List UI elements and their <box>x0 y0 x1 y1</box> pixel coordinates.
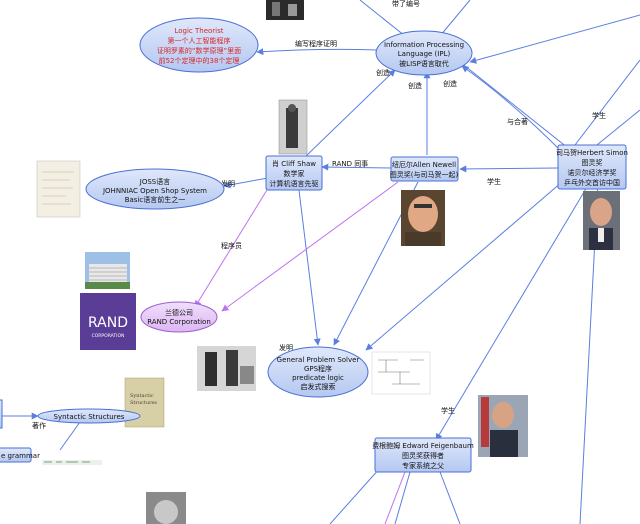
node-feigenbaum[interactable]: 费根鲍姆 Edward Feigenbaum 图灵奖获得者 专家系统之父 <box>372 437 474 473</box>
edge-labels: 带了编号 编写程序证明 创造 创造 创造 与合著 学生 学生 RAND 同事 发… <box>32 0 606 430</box>
rand-logo: RAND CORPORATION <box>80 293 136 350</box>
edge-ipl-top-left <box>359 0 406 37</box>
edge-label-top-cut: 带了编号 <box>392 0 420 8</box>
joss-document-image <box>36 160 81 218</box>
edge-label-invent-2: 发明 <box>279 343 293 352</box>
edge-label-create-2: 创造 <box>408 81 422 90</box>
rand-line2: RAND Corporation <box>147 318 211 326</box>
book-title-line2: Structures <box>130 400 157 406</box>
gps-line3: predicate logic <box>292 374 344 382</box>
newell-line2: 图灵奖(与司马贺一起) <box>390 170 459 179</box>
node-syntactic-structures[interactable]: Syntactic Structures <box>37 408 141 424</box>
ipl-line3: 被LISP语言取代 <box>399 59 449 68</box>
gps-line2: GPS程序 <box>304 364 332 373</box>
logic-theorist-line4: 前52个定理中的38个定理 <box>159 56 240 65</box>
node-shaw[interactable]: 肖 Cliff Shaw 数学家 计算机语言先驱 <box>265 155 323 191</box>
edge-label-create-1: 创造 <box>376 68 390 77</box>
edge-ipl-to-logic-theorist <box>256 48 379 56</box>
gps-flowchart-image <box>371 351 431 395</box>
joss-line2: JOHNNIAC Open Shop System <box>102 187 207 195</box>
feigenbaum-photo <box>478 395 528 457</box>
feigenbaum-line3: 专家系统之父 <box>402 461 444 470</box>
shaw-line2: 数学家 <box>284 169 305 178</box>
edge-simon-to-newell <box>459 165 559 173</box>
rand-logo-text: RAND <box>88 315 128 331</box>
rand-logo-subtext: CORPORATION <box>92 333 125 339</box>
ipl-line1: Information Processing <box>384 41 464 49</box>
edge-label-programmer: 程序员 <box>221 241 242 250</box>
edge-label-student-2: 学生 <box>487 177 501 186</box>
edge-label-author: 著作 <box>32 421 46 430</box>
shaw-line1: 肖 Cliff Shaw <box>272 159 316 168</box>
edge-label-write-proof: 编写程序证明 <box>295 39 337 48</box>
edge-feigenbaum-down-3 <box>329 467 381 524</box>
photo-top <box>266 0 304 20</box>
node-grammar[interactable]: e grammar <box>0 447 40 463</box>
edge-ipl-top-right <box>439 0 471 37</box>
edge-label-student-1: 学生 <box>592 111 606 120</box>
joss-line1: JOSS语言 <box>139 177 170 186</box>
edge-newell-to-shaw <box>321 163 393 171</box>
node-gps[interactable]: General Problem Solver GPS程序 predicate l… <box>267 346 369 398</box>
logic-theorist-line1: Logic Theorist <box>174 27 223 35</box>
edge-grammar-to-syntactic <box>59 421 81 451</box>
shaw-line3: 计算机语言先驱 <box>270 179 319 188</box>
node-rand[interactable]: 兰德公司 RAND Corporation <box>140 301 218 333</box>
book-title-line1: Syntactic <box>130 393 154 399</box>
edge-feigenbaum-purple <box>384 471 406 524</box>
node-left-cutoff[interactable] <box>0 399 3 429</box>
edge-simon-to-gps <box>365 181 563 351</box>
photo-simon <box>583 191 620 250</box>
edge-shaw-to-gps <box>297 181 321 346</box>
grammar-label: e grammar <box>1 452 40 460</box>
photo-newell <box>401 190 445 246</box>
photo-shaw <box>278 99 308 155</box>
simon-line1: 司马贺Herbert Simon <box>556 148 628 157</box>
bottom-person-photo <box>146 492 186 524</box>
edge-label-rand-colleague: RAND 同事 <box>332 159 368 168</box>
rand-line1: 兰德公司 <box>165 308 193 317</box>
node-newell[interactable]: 纽厄尔Allen Newell 图灵奖(与司马贺一起) <box>390 156 459 182</box>
edge-label-collaborator: 与合著 <box>507 117 528 126</box>
edge-simon-to-ipl <box>461 65 561 151</box>
logic-theorist-line2: 第一个人工智能程序 <box>168 36 231 45</box>
newell-line1: 纽厄尔Allen Newell <box>392 160 456 169</box>
node-ipl[interactable]: Information Processing Language (IPL) 被L… <box>375 30 473 76</box>
feigenbaum-line2: 图灵奖获得者 <box>402 451 444 460</box>
syntactic-label: Syntactic Structures <box>54 413 125 421</box>
node-joss[interactable]: JOSS语言 JOHNNIAC Open Shop System Basic语言… <box>85 168 225 210</box>
simon-line3: 诺贝尔经济学奖 <box>568 168 617 177</box>
simon-line4: 乒乓外交首访中国 <box>564 178 620 187</box>
joss-line3: Basic语言前生之一 <box>125 195 186 204</box>
bottom-row-thumbnail <box>42 460 102 465</box>
edge-label-student-3: 学生 <box>441 406 455 415</box>
simon-line2: 图灵奖 <box>582 158 603 167</box>
purple-edges <box>194 181 406 524</box>
edge-ipl-to-simon <box>459 61 569 149</box>
edge-feigenbaum-down-1 <box>394 471 411 524</box>
node-logic-theorist[interactable]: Logic Theorist 第一个人工智能程序 证明罗素的“数学原理”里面 前… <box>139 17 259 73</box>
edge-simon-to-feigenbaum <box>435 181 591 441</box>
edge-shaw-to-joss <box>223 177 269 189</box>
edge-shaw-to-rand <box>194 184 271 308</box>
feigenbaum-line1: 费根鲍姆 Edward Feigenbaum <box>372 441 474 450</box>
ipl-line2: Language (IPL) <box>398 50 451 58</box>
node-simon[interactable]: 司马贺Herbert Simon 图灵奖 诺贝尔经济学奖 乒乓外交首访中国 <box>556 144 628 190</box>
edge-feigenbaum-down-2 <box>439 471 461 524</box>
logic-theorist-line3: 证明罗素的“数学原理”里面 <box>157 46 241 55</box>
gps-line1: General Problem Solver <box>277 356 360 364</box>
edge-label-invent-1: 发明 <box>221 179 235 188</box>
edge-shaw-to-ipl <box>304 69 396 158</box>
edge-label-create-3: 创造 <box>443 79 457 88</box>
edge-newell-to-rand <box>221 181 399 312</box>
rand-building-photo <box>85 252 130 289</box>
edge-right-long-1 <box>574 59 640 146</box>
edge-right-to-ipl <box>469 14 640 64</box>
gps-photo <box>197 346 256 391</box>
gps-line4: 启发式搜索 <box>301 382 336 391</box>
